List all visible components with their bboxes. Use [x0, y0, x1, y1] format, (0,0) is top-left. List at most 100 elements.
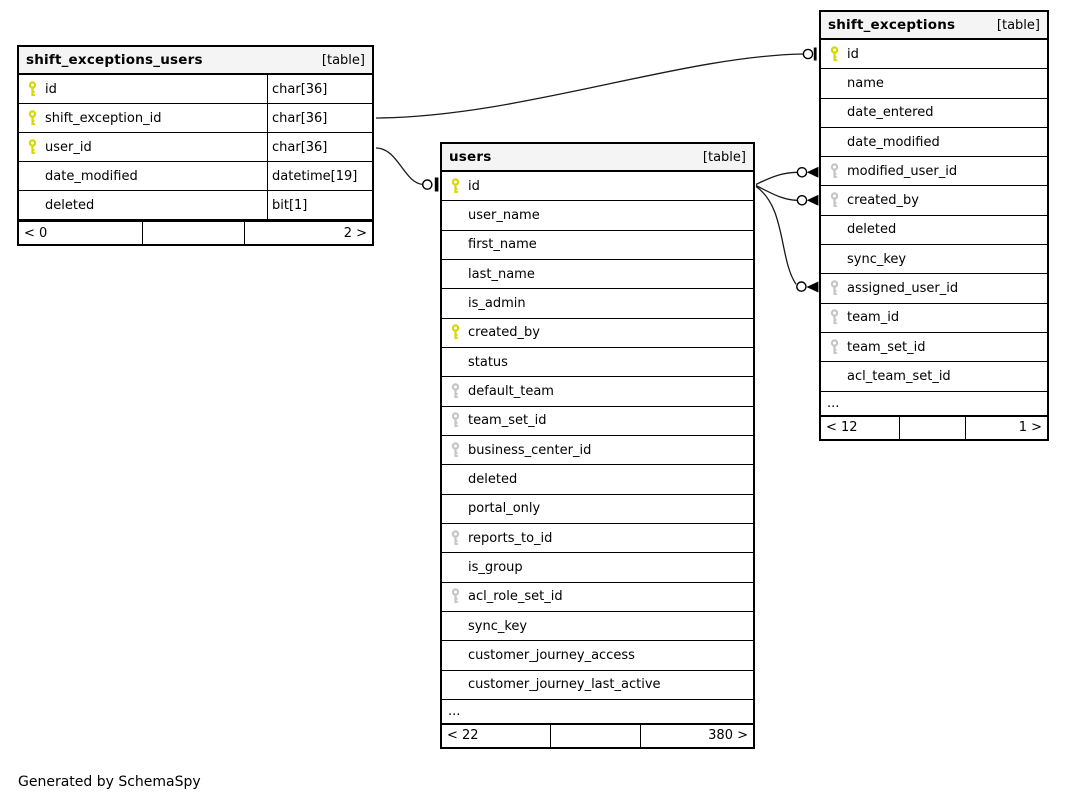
column-row-created_by[interactable]: created_by [442, 319, 753, 348]
column-name: customer_journey_access [468, 647, 635, 663]
column-name: team_id [847, 310, 900, 326]
edge-crowfoot-marker [806, 281, 819, 293]
column-name: team_set_id [847, 339, 926, 355]
column-name: user_name [468, 207, 540, 223]
column-name: id [847, 46, 859, 62]
primary-key-icon [19, 109, 45, 127]
foreign-key-icon [442, 412, 468, 429]
column-name: modified_user_id [847, 163, 958, 179]
edge-user_id-to-users-id [375, 147, 439, 192]
column-row-date_entered[interactable]: date_entered [821, 99, 1047, 128]
table-header-users[interactable]: users [table] [442, 144, 753, 172]
column-row-customer_journey_last_active[interactable]: customer_journey_last_active [442, 671, 753, 700]
column-row-status[interactable]: status [442, 348, 753, 378]
table-columns: id name date_entered date_modified modified_… [821, 40, 1047, 392]
column-row-sync_key[interactable]: sync_key [821, 245, 1047, 275]
edge-circle-marker [802, 48, 814, 60]
column-name: name [847, 75, 884, 91]
foreign-key-icon [821, 192, 847, 209]
column-row-is_admin[interactable]: is_admin [442, 289, 753, 319]
table-name: users [449, 149, 492, 165]
column-name: sync_key [468, 618, 528, 634]
table-type-badge: [table] [996, 17, 1040, 33]
column-row-team_id[interactable]: team_id [821, 304, 1047, 333]
column-row-last_name[interactable]: last_name [442, 260, 753, 290]
edge-users-id-to-assigned_user_id [755, 185, 819, 293]
edge-circle-marker [796, 166, 808, 178]
foreign-key-icon [442, 588, 468, 605]
column-name: default_team [468, 383, 554, 399]
column-type: bit[1] [267, 191, 372, 219]
column-row-id[interactable]: id [821, 40, 1047, 70]
column-row-deleted[interactable]: deleted [821, 216, 1047, 246]
edge-crowfoot-marker [806, 166, 819, 178]
column-row-date_modified[interactable]: date_modified [821, 128, 1047, 158]
foreign-key-icon [442, 529, 468, 547]
column-name: assigned_user_id [847, 281, 959, 297]
column-name: sync_key [847, 251, 907, 267]
column-type: char[36] [267, 104, 372, 132]
footer-spacer [143, 222, 245, 244]
column-name: is_group [468, 559, 523, 575]
table-type-badge: [table] [321, 52, 365, 68]
primary-key-icon [442, 324, 468, 341]
column-row-created_by[interactable]: created_by [821, 186, 1047, 216]
column-name: deleted [45, 197, 95, 213]
edge-users-id-to-modified_user_id [755, 166, 819, 186]
table-type-badge: [table] [702, 149, 746, 165]
column-row-customer_journey_access[interactable]: customer_journey_access [442, 641, 753, 671]
parents-count: 2 > [343, 225, 367, 241]
column-name: portal_only [468, 501, 541, 517]
column-name: date_modified [847, 134, 940, 150]
table-footer: < 22 380 > [442, 722, 753, 747]
column-row-is_group[interactable]: is_group [442, 553, 753, 583]
column-row-user_name[interactable]: user_name [442, 201, 753, 231]
column-row-team_set_id[interactable]: team_set_id [821, 333, 1047, 363]
edge-shift_exception_id-to-shift_exceptions-id [375, 47, 817, 119]
column-name: team_set_id [468, 413, 547, 429]
column-row-modified_user_id[interactable]: modified_user_id [821, 157, 1047, 187]
column-row-sync_key[interactable]: sync_key [442, 612, 753, 642]
column-row-acl_team_set_id[interactable]: acl_team_set_id [821, 362, 1047, 392]
column-row-name[interactable]: name [821, 69, 1047, 99]
column-row-deleted[interactable]: deleted bit[1] [19, 191, 372, 220]
edge-tee-marker [434, 177, 439, 192]
table-shift_exceptions: shift_exceptions [table] id name date_ente… [819, 10, 1049, 441]
column-row-id[interactable]: id [442, 172, 753, 202]
children-count: < 22 [442, 724, 551, 747]
column-name: reports_to_id [468, 530, 553, 546]
table-footer: < 0 2 > [19, 220, 372, 244]
column-row-team_set_id[interactable]: team_set_id [442, 407, 753, 436]
edge-users-id-to-created_by [755, 184, 819, 206]
foreign-key-icon [821, 309, 847, 326]
column-row-assigned_user_id[interactable]: assigned_user_id [821, 274, 1047, 304]
primary-key-icon [442, 177, 468, 195]
column-name: id [468, 178, 480, 194]
column-name: deleted [468, 471, 518, 487]
column-name: acl_team_set_id [847, 368, 951, 384]
column-name: id [45, 81, 57, 97]
column-row-reports_to_id[interactable]: reports_to_id [442, 524, 753, 554]
column-row-deleted[interactable]: deleted [442, 465, 753, 495]
column-row-business_center_id[interactable]: business_center_id [442, 436, 753, 466]
column-name: is_admin [468, 295, 526, 311]
table-header-shift_exceptions_users[interactable]: shift_exceptions_users [table] [19, 47, 372, 75]
column-row-default_team[interactable]: default_team [442, 377, 753, 407]
table-footer: < 12 1 > [821, 414, 1047, 439]
foreign-key-icon [442, 383, 468, 400]
column-name: date_entered [847, 105, 934, 121]
table-header-shift_exceptions[interactable]: shift_exceptions [table] [821, 12, 1047, 40]
column-row-portal_only[interactable]: portal_only [442, 495, 753, 524]
edge-tee-marker [813, 47, 817, 61]
column-row-first_name[interactable]: first_name [442, 231, 753, 260]
column-row-acl_role_set_id[interactable]: acl_role_set_id [442, 583, 753, 612]
column-name: created_by [847, 193, 919, 209]
column-type: datetime[19] [267, 162, 372, 190]
